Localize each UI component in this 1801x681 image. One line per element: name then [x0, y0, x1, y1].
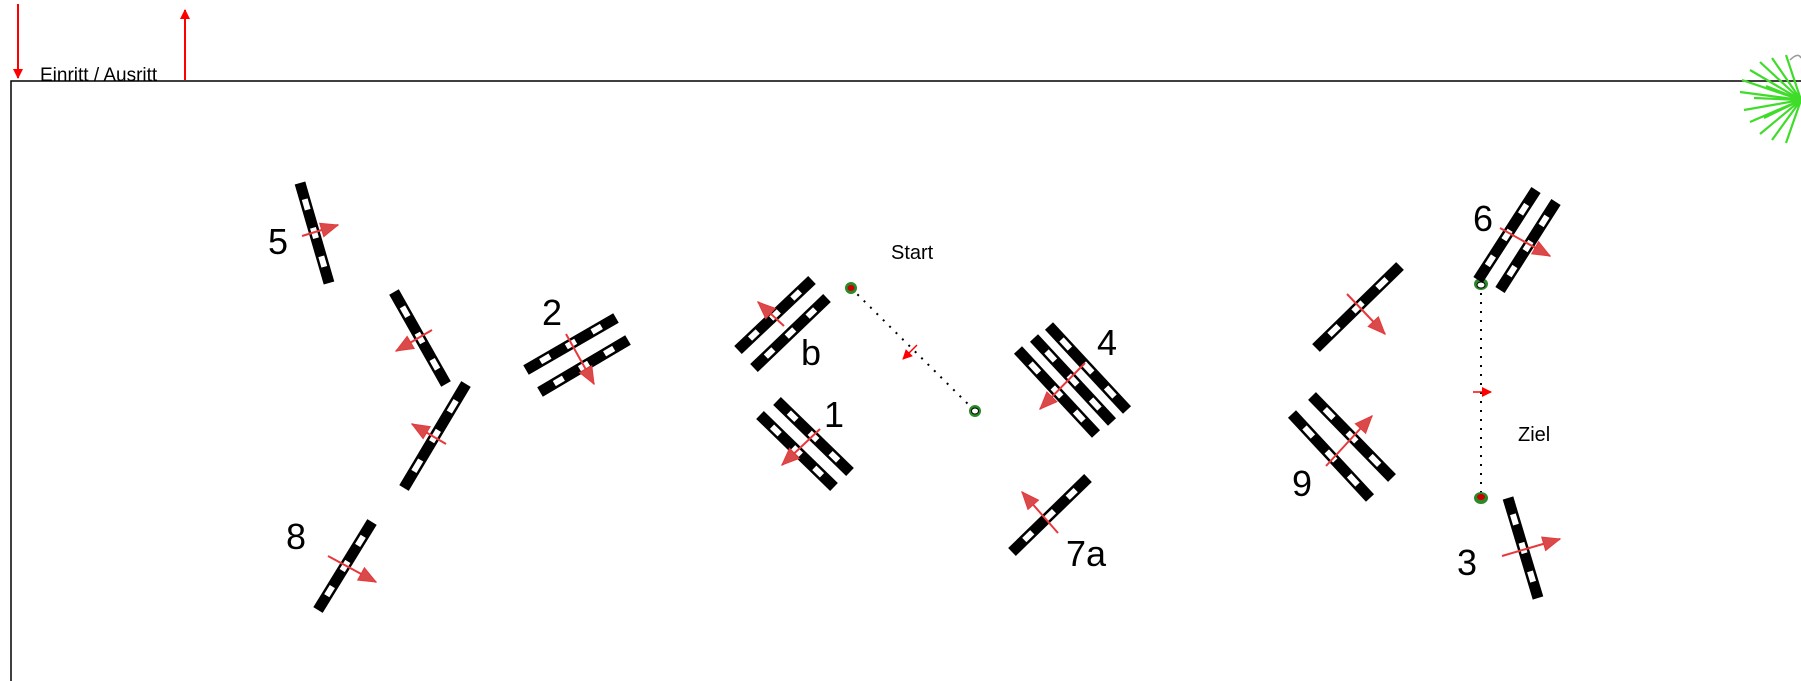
obstacle-4-arrow-icon	[1039, 362, 1086, 410]
label-8: 8	[286, 516, 306, 557]
label-3: 3	[1457, 542, 1477, 583]
obstacle-1-arrow-icon	[781, 428, 821, 466]
entrance-label: Einritt / Ausritt	[40, 65, 158, 86]
label-4: 4	[1097, 322, 1117, 363]
obstacle-5-arrow-icon	[301, 222, 340, 238]
obstacle-7a-arrow-icon	[1021, 491, 1059, 534]
obstacle-left-mid-pole	[399, 381, 471, 491]
obstacle-6-pole-front	[1473, 187, 1541, 283]
label-7a: 7a	[1066, 533, 1107, 574]
arena-boundary	[10, 80, 1801, 681]
start-flag-left	[845, 282, 857, 294]
label-6: 6	[1473, 198, 1493, 239]
obstacle-6-arrow-icon	[1499, 227, 1552, 257]
obstacle-right-top-arrow-icon	[1346, 293, 1386, 335]
obstacle-6-pole-back	[1495, 199, 1561, 293]
obstacle-7a-pole	[1008, 474, 1092, 556]
obstacle-b-pole-back	[750, 294, 831, 372]
obstacle-left-top-arrow-icon	[394, 329, 433, 352]
obstacle-b-pole-front	[734, 276, 816, 354]
start-flag-right	[969, 405, 981, 417]
obstacle-b-arrow-icon	[757, 301, 785, 327]
obstacle-2-arrow-icon	[565, 333, 595, 386]
finish-flag-bottom	[1474, 492, 1488, 504]
finish-flag-top	[1474, 278, 1488, 290]
start-line	[850, 287, 976, 412]
tree-icon	[1739, 54, 1801, 144]
obstacle-3-pole	[1502, 496, 1544, 600]
obstacle-9-pole-front	[1287, 410, 1375, 502]
start-label: Start	[891, 242, 934, 264]
label-b: b	[801, 332, 821, 373]
finish-label: Ziel	[1518, 424, 1550, 446]
obstacle-8-arrow-icon	[327, 555, 378, 583]
label-9: 9	[1292, 463, 1312, 504]
obstacle-3-arrow-icon	[1501, 536, 1562, 557]
label-1: 1	[824, 394, 844, 435]
entrance-arrows	[13, 4, 190, 80]
obstacle-left-mid-arrow-icon	[410, 423, 447, 445]
obstacle-9-arrow-icon	[1325, 415, 1373, 467]
obstacle-4-pole-c	[1044, 322, 1132, 414]
label-2: 2	[542, 292, 562, 333]
obstacles	[294, 181, 1562, 613]
start-arrow-icon	[902, 344, 918, 360]
obstacle-4-pole-b	[1029, 334, 1117, 426]
label-5: 5	[268, 221, 288, 262]
